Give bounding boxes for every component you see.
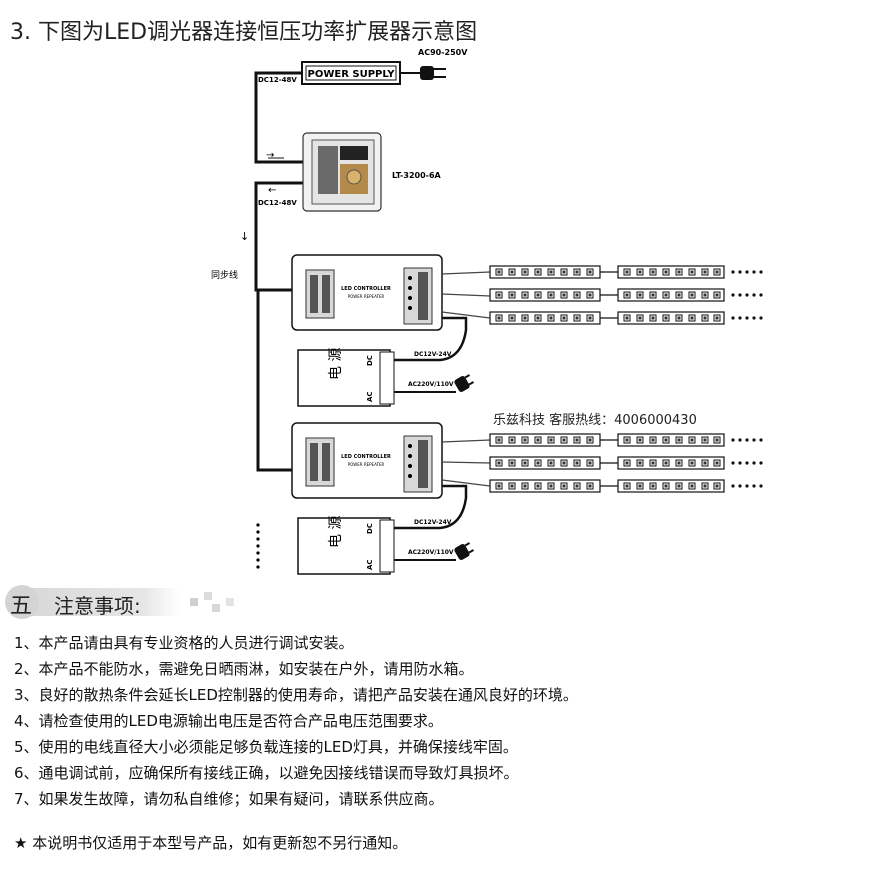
section-number: 五 — [10, 594, 33, 619]
ac-plug-icon — [420, 66, 446, 80]
dc-in-label: DC12-48V — [258, 199, 297, 207]
ac-input-label: AC90-250V — [418, 48, 468, 57]
svg-text:→: → — [266, 150, 274, 161]
svg-text:AC: AC — [366, 559, 374, 570]
svg-text:电 源: 电 源 — [328, 516, 344, 548]
svg-text:AC: AC — [366, 391, 374, 402]
svg-text:LED CONTROLLER: LED CONTROLLER — [341, 286, 391, 292]
hotline-text: 乐兹科技 客服热线：4006000430 — [493, 413, 697, 428]
sync-line-continuation — [256, 523, 260, 569]
svg-text:AC220V/110V: AC220V/110V — [408, 549, 454, 556]
controller-unit — [302, 132, 382, 212]
svg-text:电 源: 电 源 — [328, 348, 344, 380]
page-title: 3. 下图为LED调光器连接恒压功率扩展器示意图 — [10, 20, 478, 45]
section-header-bar — [5, 585, 234, 619]
led-strips-group-2 — [441, 434, 763, 492]
wiring-diagram: POWER SUPPLY AC90-250V DC12-48V → ← DC12… — [211, 48, 763, 575]
section-title: 注意事项: — [54, 594, 141, 618]
power-repeater-2: LED CONTROLLER POWER REPEATER — [291, 422, 443, 499]
list-item: 4、请检查使用的LED电源输出电压是否符合产品电压范围要求。 — [14, 712, 443, 730]
svg-text:DC: DC — [366, 523, 374, 534]
sync-line-label: 同步线 — [211, 269, 238, 281]
psu-1: 电 源 DC AC — [297, 348, 395, 407]
list-item: 5、使用的电线直径大小必须能足够负载连接的LED灯具，并确保接线牢固。 — [14, 738, 518, 756]
svg-text:←: ← — [268, 185, 276, 196]
list-item: 6、通电调试前，应确保所有接线正确，以避免因接线错误而导致灯具损坏。 — [14, 764, 519, 782]
svg-text:DC12V-24V: DC12V-24V — [414, 351, 452, 358]
list-item: 7、如果发生故障，请勿私自维修；如果有疑问，请联系供应商。 — [14, 790, 444, 808]
psu-2: 电 源 DC AC — [297, 516, 395, 575]
power-repeater-1: LED CONTROLLER POWER REPEATER — [291, 254, 443, 331]
svg-text:DC12V-24V: DC12V-24V — [414, 519, 452, 526]
list-item: 2、本产品不能防水，需避免日晒雨淋，如安装在户外，请用防水箱。 — [14, 660, 474, 678]
led-strips-group-1 — [441, 266, 763, 324]
notes-list: 1、本产品请由具有专业资格的人员进行调试安装。 2、本产品不能防水，需避免日晒雨… — [14, 630, 578, 812]
footer-note: ★ 本说明书仅适用于本型号产品，如有更新恕不另行通知。 — [14, 834, 408, 852]
list-item: 1、本产品请由具有专业资格的人员进行调试安装。 — [14, 634, 354, 652]
svg-text:POWER REPEATER: POWER REPEATER — [348, 294, 385, 299]
controller-model: LT-3200-6A — [392, 171, 442, 180]
dc-out-label: DC12-48V — [258, 76, 297, 84]
power-supply: POWER SUPPLY — [301, 61, 401, 85]
power-supply-label: POWER SUPPLY — [308, 69, 396, 80]
svg-text:POWER REPEATER: POWER REPEATER — [348, 462, 385, 467]
svg-text:↓: ↓ — [240, 230, 249, 243]
svg-text:AC220V/110V: AC220V/110V — [408, 381, 454, 388]
svg-text:LED CONTROLLER: LED CONTROLLER — [341, 454, 391, 460]
list-item: 3、良好的散热条件会延长LED控制器的使用寿命，请把产品安装在通风良好的环境。 — [14, 686, 578, 704]
svg-text:DC: DC — [366, 355, 374, 366]
